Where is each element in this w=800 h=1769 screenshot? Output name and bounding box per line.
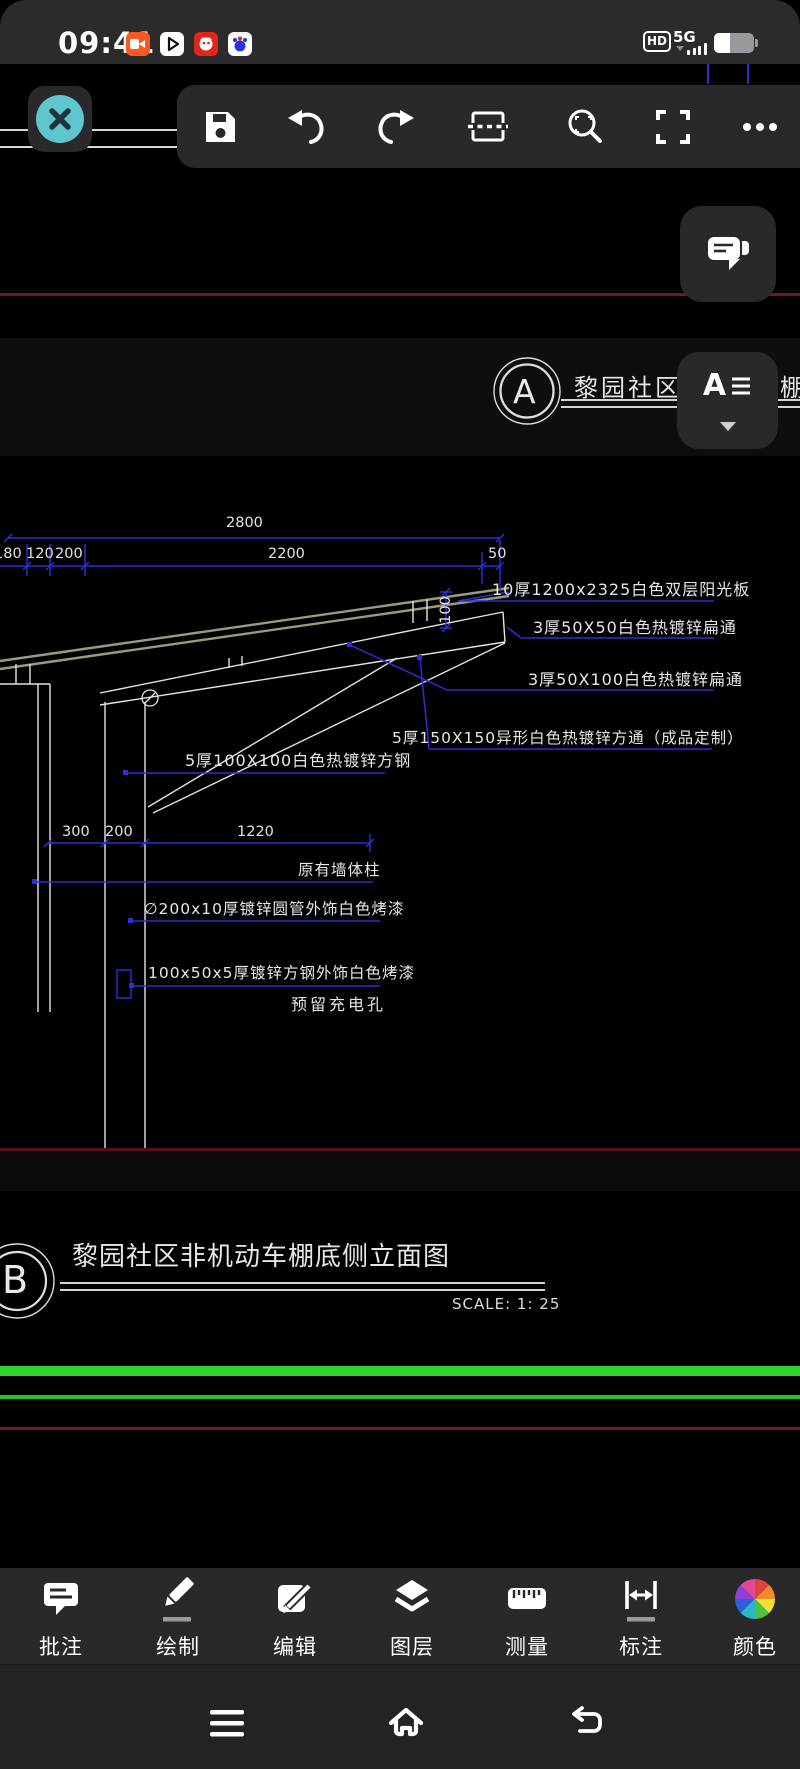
marker-b-letter: B: [2, 1258, 29, 1302]
chevron-down-icon: [720, 422, 736, 431]
home-icon: [388, 1707, 424, 1737]
comments-button[interactable]: [680, 206, 776, 302]
tool-draw[interactable]: 绘制: [132, 1568, 224, 1664]
cad-line-fragment: [0, 146, 178, 148]
roof-panel-lines: [0, 586, 510, 671]
annotation-list-letter: A: [702, 368, 727, 403]
dimension-lines: [0, 533, 714, 999]
drawing-title-a-fragment: 棚: [780, 374, 800, 402]
bottom-toolbar: 批注 绘制 编辑: [0, 1568, 800, 1664]
title-underline: [60, 1282, 545, 1284]
dimension-icon: [625, 1581, 657, 1622]
back-icon: [572, 1706, 602, 1733]
fullscreen-button[interactable]: [651, 105, 695, 149]
network-type: 5G: [673, 28, 696, 46]
signal-bars-icon: [687, 42, 711, 55]
save-button[interactable]: [198, 105, 242, 149]
cad-drawing-canvas[interactable]: [0, 440, 800, 1180]
dim-vertical-100: 100: [438, 596, 454, 624]
close-panel: [28, 86, 92, 152]
label-charging-hole: 预留充电孔: [291, 995, 387, 1014]
cad-green-line-thick: [0, 1366, 800, 1376]
cad-red-line-top: [0, 293, 800, 296]
cad-green-line-thin: [0, 1395, 800, 1399]
tool-measure[interactable]: 测量: [481, 1568, 573, 1664]
dim-mid-1220: 1220: [237, 824, 274, 840]
zoom-area-button[interactable]: [563, 105, 607, 149]
title-underline: [60, 1289, 545, 1291]
redo-button[interactable]: [373, 105, 417, 149]
jd-notification-icon: [194, 32, 218, 56]
play-notification-icon: [160, 32, 184, 56]
drawing-title-b: 黎园社区非机动车棚底侧立面图: [72, 1242, 451, 1272]
network-arrow-icon: [676, 46, 684, 51]
undo-button[interactable]: [285, 105, 329, 149]
menu-icon: [210, 1710, 244, 1737]
drawing-title-a: 黎园社区: [574, 374, 682, 402]
section-view-button[interactable]: [466, 105, 510, 149]
row-band-a: [0, 338, 800, 456]
kuaishou-notification-icon: [126, 32, 150, 56]
home-button[interactable]: [384, 1703, 428, 1747]
edit-icon: [278, 1582, 313, 1613]
cad-dim-tick-fragment: [747, 63, 749, 84]
structure-lines: [0, 599, 506, 1148]
battery-icon: [714, 33, 758, 53]
label-flat-tube-50x100: 3厚50X100白色热镀锌扁通: [528, 670, 744, 689]
menu-button[interactable]: [206, 1703, 250, 1747]
tool-annotate[interactable]: 批注: [15, 1568, 107, 1664]
dim-seg-120: 120: [26, 546, 54, 562]
comments-icon: [706, 235, 749, 270]
tool-layers[interactable]: 图层: [366, 1568, 458, 1664]
section-marker-a: [493, 357, 561, 425]
label-existing-wall-column: 原有墙体柱: [298, 861, 381, 879]
pencil-icon: [163, 1577, 194, 1622]
hd-badge: HD: [643, 31, 671, 52]
status-bar: 09:41 HD 5G: [0, 0, 800, 64]
cad-red-line-mid: [0, 1148, 800, 1151]
label-brace-100x100: 5厚100X100白色热镀锌方钢: [185, 751, 412, 770]
navigation-bar: [0, 1664, 800, 1769]
close-icon: [49, 108, 71, 130]
label-shaped-tube-150: 5厚150X150异形白色热镀锌方通（成品定制）: [392, 729, 744, 747]
list-lines-icon: [732, 377, 751, 394]
label-roof-panel: 10厚1200x2325白色双层阳光板: [492, 580, 751, 599]
layers-icon: [394, 1580, 430, 1612]
tool-color[interactable]: 颜色: [709, 1568, 800, 1664]
close-button[interactable]: [36, 95, 84, 143]
tool-dimension[interactable]: 标注: [595, 1568, 687, 1664]
annotation-list-button[interactable]: A: [677, 352, 778, 449]
color-wheel-icon: [735, 1579, 775, 1619]
cad-red-line-bottom: [0, 1427, 800, 1430]
label-round-pipe-200: ∅200x10厚镀锌圆管外饰白色烤漆: [144, 900, 405, 918]
more-button[interactable]: [738, 105, 782, 149]
dim-mid-300: 300: [62, 824, 90, 840]
dim-overall: 2800: [226, 515, 263, 531]
label-square-steel-100x50: 100x50x5厚镀锌方钢外饰白色烤漆: [148, 964, 416, 982]
main-toolbar: [177, 85, 800, 168]
back-button[interactable]: [567, 1703, 611, 1747]
comment-icon: [44, 1583, 78, 1615]
dim-seg-2200: 2200: [268, 546, 305, 562]
dim-seg-180: 180: [0, 546, 22, 562]
label-flat-tube-50x50: 3厚50X50白色热镀锌扁通: [533, 618, 737, 637]
row-band-b: [0, 1151, 800, 1191]
ruler-icon: [508, 1588, 546, 1609]
marker-a-letter: A: [513, 372, 536, 411]
baidu-notification-icon: [228, 32, 252, 56]
tool-edit[interactable]: 编辑: [249, 1568, 341, 1664]
dim-seg-50: 50: [488, 546, 507, 562]
scale-text: SCALE: 1: 25: [452, 1295, 561, 1313]
cad-dim-tick-fragment: [707, 63, 709, 84]
dim-mid-200: 200: [105, 824, 133, 840]
section-marker-b: [0, 1243, 55, 1319]
dim-seg-200: 200: [55, 546, 83, 562]
